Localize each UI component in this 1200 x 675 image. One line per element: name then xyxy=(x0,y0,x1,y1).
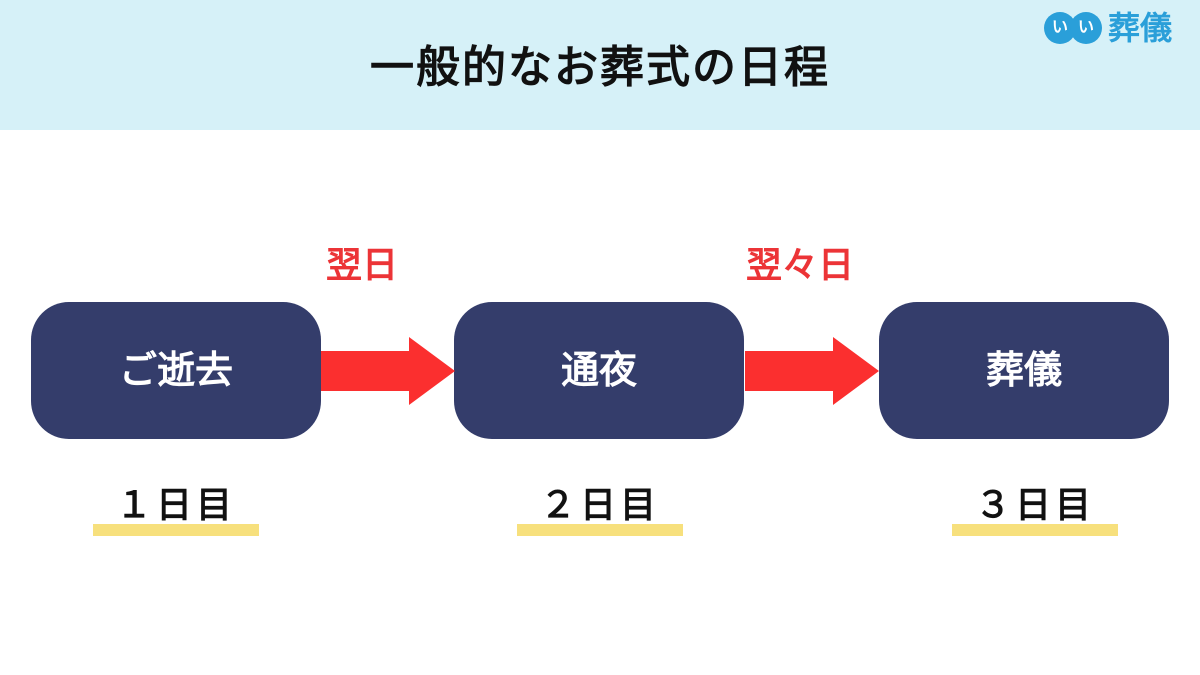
transition-label-2: 翌々日 xyxy=(745,245,854,286)
day-label-2: ２日目 xyxy=(539,485,660,526)
step-box-wake: 通夜 xyxy=(454,302,744,439)
arrow-right-icon xyxy=(745,337,879,405)
day-label-1: １日目 xyxy=(115,485,236,526)
day-label-3: ３日目 xyxy=(974,485,1095,526)
day-underline-1 xyxy=(93,524,259,536)
logo-mark-icon: い い xyxy=(1044,12,1102,44)
step-box-passing: ご逝去 xyxy=(31,302,321,439)
step-box-funeral: 葬儀 xyxy=(879,302,1169,439)
arrow-right-icon xyxy=(321,337,455,405)
logo-circle-2: い xyxy=(1070,12,1102,44)
day-underline-2 xyxy=(517,524,683,536)
logo-text: 葬儀 xyxy=(1108,9,1173,47)
page-title: 一般的なお葬式の日程 xyxy=(370,42,830,93)
brand-logo: い い 葬儀 xyxy=(1044,8,1172,48)
day-underline-3 xyxy=(952,524,1118,536)
header-banner xyxy=(0,0,1200,130)
transition-label-1: 翌日 xyxy=(325,245,398,286)
